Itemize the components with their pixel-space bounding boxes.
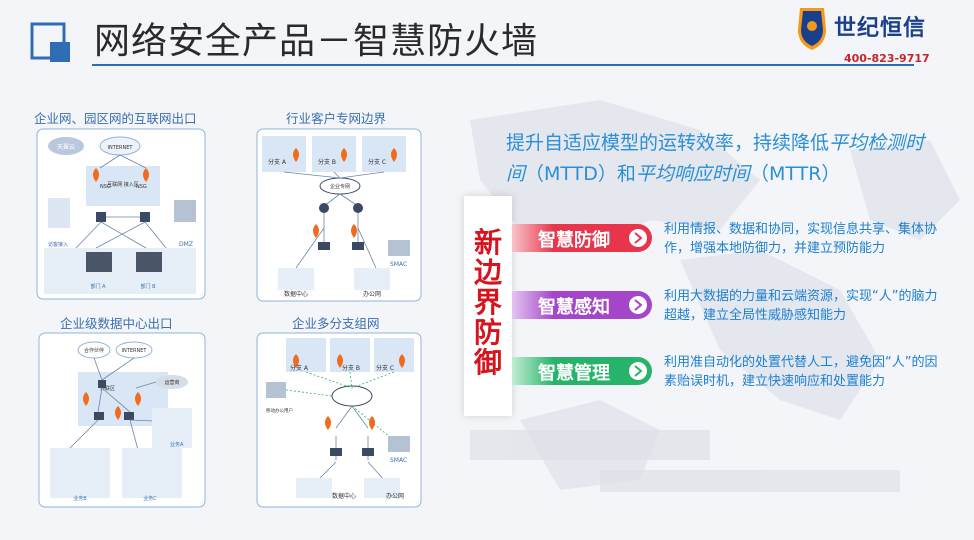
headline-text: 提升自适应模型的运转效率，持续降低平均检测时间（MTTD）和平均响应时间（MTT… bbox=[506, 128, 926, 190]
firewall-icon bbox=[135, 392, 141, 406]
feature-smart-defense-desc: 利用情报、数据和协同，实现信息共享、集体协作，增强本地防御力，并建立预防能力 bbox=[664, 222, 938, 256]
hotline-number: 400-823-9717 bbox=[844, 52, 930, 65]
firewall-icon bbox=[369, 416, 375, 430]
feature-smart-perception-desc: 利用大数据的力量和云端资源，实现“人”的脑力超越，建立全局性威胁感知能力 bbox=[664, 289, 938, 323]
firewall-icon bbox=[93, 168, 99, 182]
headline-part-1: 提升自适应模型的运转效率，持续降低 bbox=[506, 132, 830, 154]
svg-text:部门 B: 部门 B bbox=[140, 283, 156, 290]
svg-text:INTERNET: INTERNET bbox=[108, 145, 134, 151]
svg-text:移动办公用户: 移动办公用户 bbox=[266, 407, 293, 414]
firewall-icon bbox=[351, 224, 357, 238]
remote-cloud-icon bbox=[156, 375, 188, 389]
logo-text: 世纪恒信 bbox=[834, 16, 927, 41]
firewall-icon bbox=[313, 224, 319, 238]
svg-text:数据中心: 数据中心 bbox=[332, 492, 356, 500]
svg-text:分支 C: 分支 C bbox=[376, 364, 394, 372]
svg-text:分支 B: 分支 B bbox=[342, 364, 360, 372]
svg-text:运营商: 运营商 bbox=[164, 379, 179, 386]
diagram-3-title: 企业级数据中心出口 bbox=[60, 316, 173, 331]
chevron-right-icon bbox=[627, 360, 649, 382]
feature-smart-perception-label: 智慧感知 bbox=[538, 297, 610, 318]
svg-text:分支 C: 分支 C bbox=[368, 158, 386, 166]
firewall-icon bbox=[325, 416, 331, 430]
firewall-icon bbox=[399, 354, 405, 368]
firewall-icon bbox=[293, 354, 299, 368]
firewall-icon bbox=[337, 354, 343, 368]
chevron-right-icon bbox=[627, 227, 649, 249]
firewall-icon bbox=[293, 148, 299, 162]
svg-text:INTERNET: INTERNET bbox=[122, 348, 148, 354]
diagram-datacenter-egress: 合作伙伴 INTERNET 外联区 运营商 业务A 业务B 业务C bbox=[38, 332, 206, 508]
new-boundary-defense-title: 新 边 界 防 御 bbox=[473, 226, 502, 379]
firewall-icon bbox=[391, 148, 397, 162]
internet-cloud-icon bbox=[331, 385, 373, 407]
firewall-icon bbox=[341, 148, 347, 162]
svg-text:分支 B: 分支 B bbox=[318, 158, 336, 166]
feature-smart-management-label: 智慧管理 bbox=[538, 363, 610, 384]
svg-text:部门 A: 部门 A bbox=[90, 283, 106, 290]
svg-text:分支 A: 分支 A bbox=[290, 364, 309, 372]
isp-cloud-icon bbox=[48, 137, 84, 155]
svg-text:分支 A: 分支 A bbox=[268, 158, 287, 166]
firewall-icon bbox=[83, 392, 89, 406]
feature-smart-management-pill bbox=[512, 357, 652, 385]
firewall-icon bbox=[115, 406, 121, 420]
feature-smart-management-desc: 利用准自动化的处置代替人工，避免因“人”的因素贻误时机，建立快速响应和处置能力 bbox=[664, 355, 938, 389]
svg-text:业务B: 业务B bbox=[73, 495, 87, 502]
svg-text:业务C: 业务C bbox=[143, 495, 157, 502]
svg-text:访客接入: 访客接入 bbox=[48, 241, 68, 248]
headline-part-3: （MTTR） bbox=[749, 163, 841, 185]
title-square-icon bbox=[30, 22, 70, 62]
headline-emphasis-mttd: 平均检测时间 bbox=[506, 132, 925, 185]
svg-text:数据中心: 数据中心 bbox=[284, 290, 308, 298]
diagram-2-title: 行业客户专网边界 bbox=[286, 111, 387, 126]
svg-text:合作伙伴: 合作伙伴 bbox=[84, 347, 104, 354]
diagram-enterprise-internet-egress: 天翼云 INTERNET 互联网 接入区 NSG NSG 访客接入 DMZ 部门… bbox=[36, 128, 206, 300]
svg-text:企业专网: 企业专网 bbox=[330, 183, 350, 190]
diagram-1-title: 企业网、园区网的互联网出口 bbox=[34, 111, 197, 126]
feature-smart-defense-label: 智慧防御 bbox=[538, 230, 610, 251]
svg-text:SMAC: SMAC bbox=[390, 457, 407, 464]
feature-smart-defense-pill bbox=[512, 224, 652, 252]
svg-text:NSG: NSG bbox=[136, 184, 147, 190]
diagram-industry-private-network: 分支 A 分支 B 分支 C 企业专网 SMAC 数据中心 办公网 bbox=[256, 128, 422, 302]
chevron-right-icon bbox=[627, 294, 649, 316]
page-title: 网络安全产品－智慧防火墙 bbox=[94, 21, 539, 62]
headline-emphasis-mttr: 平均响应时间 bbox=[635, 163, 750, 185]
svg-text:SMAC: SMAC bbox=[390, 261, 407, 268]
svg-text:互联网 接入区: 互联网 接入区 bbox=[107, 181, 139, 188]
svg-text:办公网: 办公网 bbox=[386, 492, 404, 500]
svg-text:DMZ: DMZ bbox=[179, 241, 193, 248]
headline-part-2: （MTTD）和 bbox=[525, 163, 636, 185]
svg-text:办公网: 办公网 bbox=[363, 290, 381, 298]
feature-smart-perception-pill bbox=[512, 291, 652, 319]
svg-text:天翼云: 天翼云 bbox=[57, 144, 75, 151]
svg-text:NSG: NSG bbox=[100, 184, 111, 190]
firewall-icon bbox=[143, 168, 149, 182]
svg-text:业务A: 业务A bbox=[170, 441, 184, 448]
new-boundary-defense-panel: 新 边 界 防 御 bbox=[464, 196, 512, 416]
svg-text:外联区: 外联区 bbox=[100, 385, 115, 392]
title-underline bbox=[92, 64, 914, 66]
diagram-multi-branch-network: 分支 A 分支 B 分支 C 移动办公用户 SMAC 数据中心 办公网 bbox=[256, 332, 422, 508]
diagram-4-title: 企业多分支组网 bbox=[292, 316, 380, 331]
company-logo bbox=[798, 8, 826, 50]
